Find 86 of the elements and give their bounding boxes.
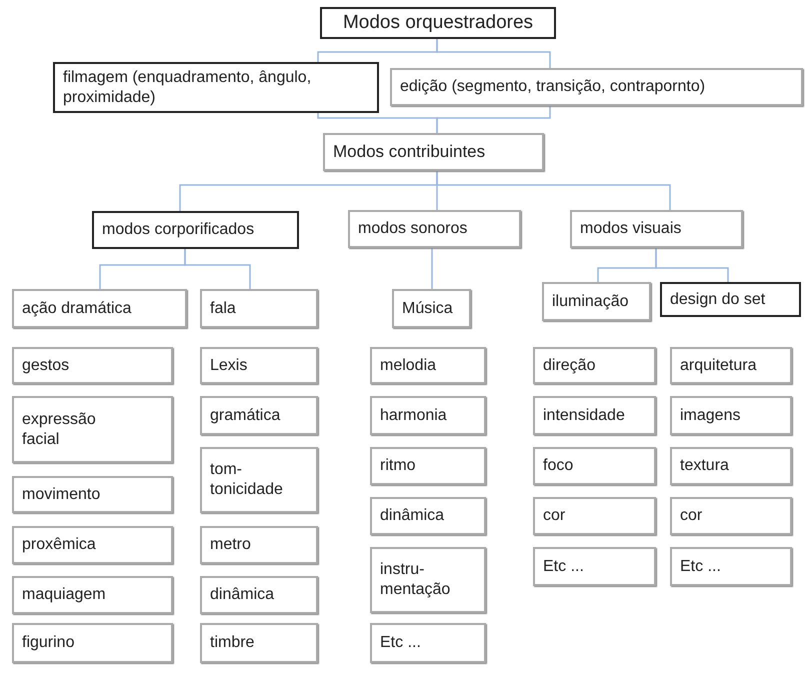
mode-label: instru-mentação [380, 560, 452, 600]
mode-label: foco [543, 456, 574, 476]
mode-box [370, 623, 486, 663]
mode-box [92, 211, 299, 249]
mode-label: proxêmica [22, 535, 96, 555]
mode-box [670, 547, 792, 586]
mode-box [200, 447, 318, 513]
mode-box [670, 347, 792, 384]
mode-box [200, 623, 318, 663]
mode-box [12, 623, 173, 663]
mode-label: Etc ... [680, 556, 721, 576]
mode-box [12, 476, 173, 513]
mode-label: modos sonoros [358, 219, 468, 239]
mode-label: intensidade [543, 406, 625, 426]
mode-label: dinâmica [210, 585, 274, 605]
mode-box [348, 210, 521, 248]
mode-box [670, 497, 792, 535]
connector-line [436, 106, 551, 133]
mode-box [370, 497, 486, 535]
mode-box [533, 547, 656, 586]
mode-label: Música [402, 298, 453, 318]
mode-label: cor [543, 506, 566, 526]
mode-box [670, 396, 792, 435]
mode-label: textura [680, 456, 729, 476]
mode-label: design do set [670, 290, 766, 310]
mode-label: gramática [210, 406, 280, 426]
mode-label: metro [210, 535, 251, 555]
mode-label: ritmo [380, 456, 416, 476]
mode-box [370, 347, 486, 384]
mode-box [542, 282, 651, 321]
mode-label: cor [680, 506, 702, 526]
mode-label: melodia [380, 356, 436, 376]
mode-box [320, 7, 556, 39]
mode-box [533, 347, 656, 384]
mode-label: iluminação [552, 292, 628, 312]
connector-line [184, 249, 251, 289]
mode-box [200, 396, 318, 435]
mode-box [200, 526, 318, 564]
mode-box [370, 447, 486, 485]
mode-label: movimento [22, 484, 100, 504]
mode-box [570, 210, 743, 248]
mode-box [392, 289, 471, 328]
mode-label: gestos [22, 356, 70, 376]
mode-box [200, 576, 318, 614]
mode-box [533, 396, 656, 435]
mode-box [323, 133, 544, 171]
connector-line [436, 171, 671, 210]
mode-box [370, 547, 486, 613]
mode-box [533, 447, 656, 485]
mode-label: Modos contribuintes [333, 141, 486, 163]
mode-label: imagens [680, 406, 740, 426]
mode-label: harmonia [380, 406, 447, 426]
mode-label: expressão facial [22, 410, 97, 450]
mode-box [533, 497, 656, 535]
mode-label: ação dramática [22, 298, 132, 318]
mode-box [53, 62, 379, 113]
mode-box [12, 347, 173, 384]
mode-label: maquiagem [22, 585, 106, 605]
mode-box [370, 396, 486, 435]
mode-label: dinâmica [380, 506, 444, 526]
mode-box [660, 282, 801, 317]
mode-label: arquitetura [680, 356, 756, 376]
mode-label: Etc ... [380, 633, 421, 653]
mode-box [200, 289, 318, 328]
mode-label: filmagem (enquadramento, ângulo, proximidade) [63, 68, 312, 108]
mode-label: Lexis [210, 356, 248, 376]
mode-label: modos visuais [580, 219, 682, 239]
connector-line [431, 248, 433, 289]
mode-label: timbre [210, 633, 254, 653]
mode-box [12, 289, 187, 328]
mode-box [12, 396, 173, 463]
mode-label: fala [210, 298, 236, 318]
mode-box [200, 347, 318, 384]
mode-label: Modos orquestradores [342, 11, 534, 35]
mode-label: Etc ... [543, 556, 584, 576]
mode-label: edição (segmento, transição, contrapornto) [400, 77, 706, 97]
mode-box [390, 68, 803, 106]
mode-label: tom-tonicidade [210, 460, 284, 500]
mode-label: direção [543, 356, 596, 376]
mode-label: figurino [22, 633, 74, 653]
mode-box [12, 576, 173, 614]
connector-line [436, 39, 551, 68]
connector-line [655, 248, 729, 282]
mode-label: modos corporificados [102, 220, 254, 240]
mode-box [670, 447, 792, 485]
mode-box [12, 526, 173, 564]
